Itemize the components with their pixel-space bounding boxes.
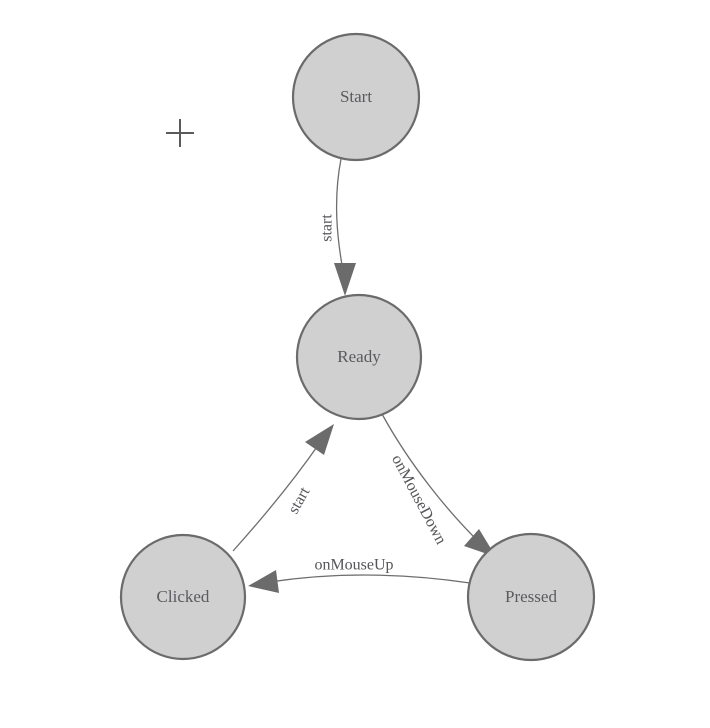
edge-path-start-to-ready (335, 158, 345, 277)
edge-clicked-to-ready[interactable]: start (232, 424, 334, 552)
edge-pressed-to-clicked[interactable]: onMouseUp (248, 557, 471, 593)
edge-ready-to-pressed[interactable]: onMouseDown (381, 413, 496, 557)
edge-path-pressed-to-clicked (269, 574, 471, 584)
edge-path-ready-to-pressed (381, 413, 483, 546)
node-ready[interactable]: Ready (295, 293, 423, 421)
node-clicked[interactable]: Clicked (119, 533, 247, 661)
edge-label-start-to-ready: start (319, 214, 336, 242)
edge-label-clicked-to-ready: start (285, 484, 313, 517)
node-circle-pressed (466, 532, 596, 662)
arrowhead-clicked-to-ready (305, 424, 334, 455)
arrowhead-start-to-ready (334, 263, 356, 296)
crosshair-icon[interactable] (166, 119, 194, 147)
edge-path-clicked-to-ready (232, 443, 320, 552)
node-circle-clicked (119, 533, 247, 661)
node-circle-ready (295, 293, 423, 421)
node-circle-start (291, 32, 421, 162)
node-pressed[interactable]: Pressed (466, 532, 596, 662)
edge-label-pressed-to-clicked: onMouseUp (314, 557, 393, 574)
node-start[interactable]: Start (291, 32, 421, 162)
arrowhead-pressed-to-clicked (248, 570, 279, 593)
edge-start-to-ready[interactable]: start (319, 158, 356, 296)
